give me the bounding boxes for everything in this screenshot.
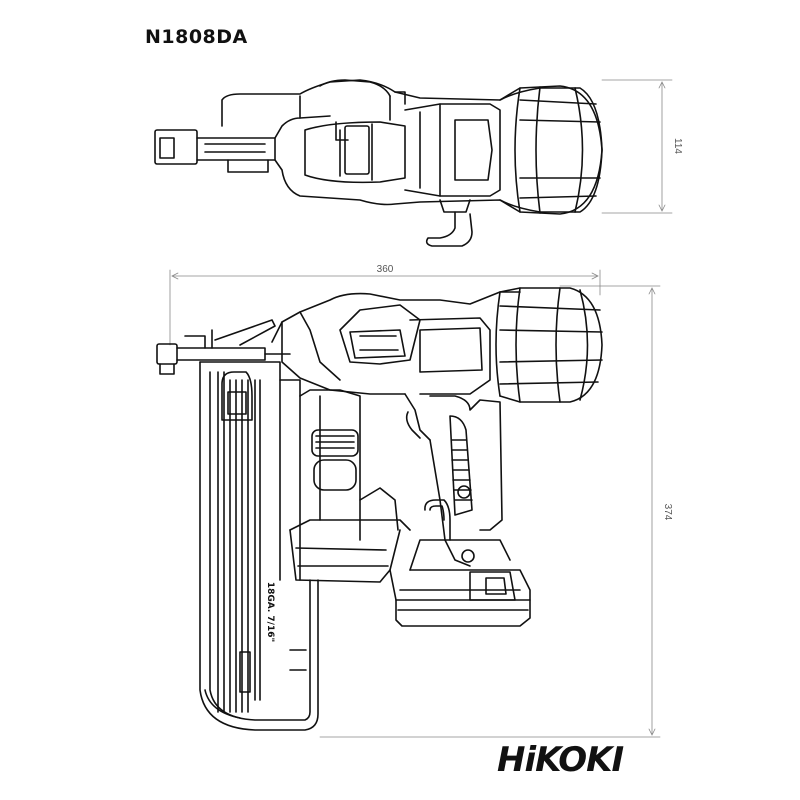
dimension-374 [319,285,661,738]
dimension-360 [169,269,601,346]
dimension-114 [601,79,673,214]
magazine-label: 18GA. 7/16" [265,582,275,642]
side-view [156,287,603,731]
model-title: N1808DA [145,26,248,48]
top-view [154,79,603,247]
dimension-label-114: 114 [672,138,683,154]
dimension-label-360: 360 [377,264,394,275]
dimension-label-374: 374 [662,504,673,521]
brand-logo: HiKOKI [497,740,624,780]
